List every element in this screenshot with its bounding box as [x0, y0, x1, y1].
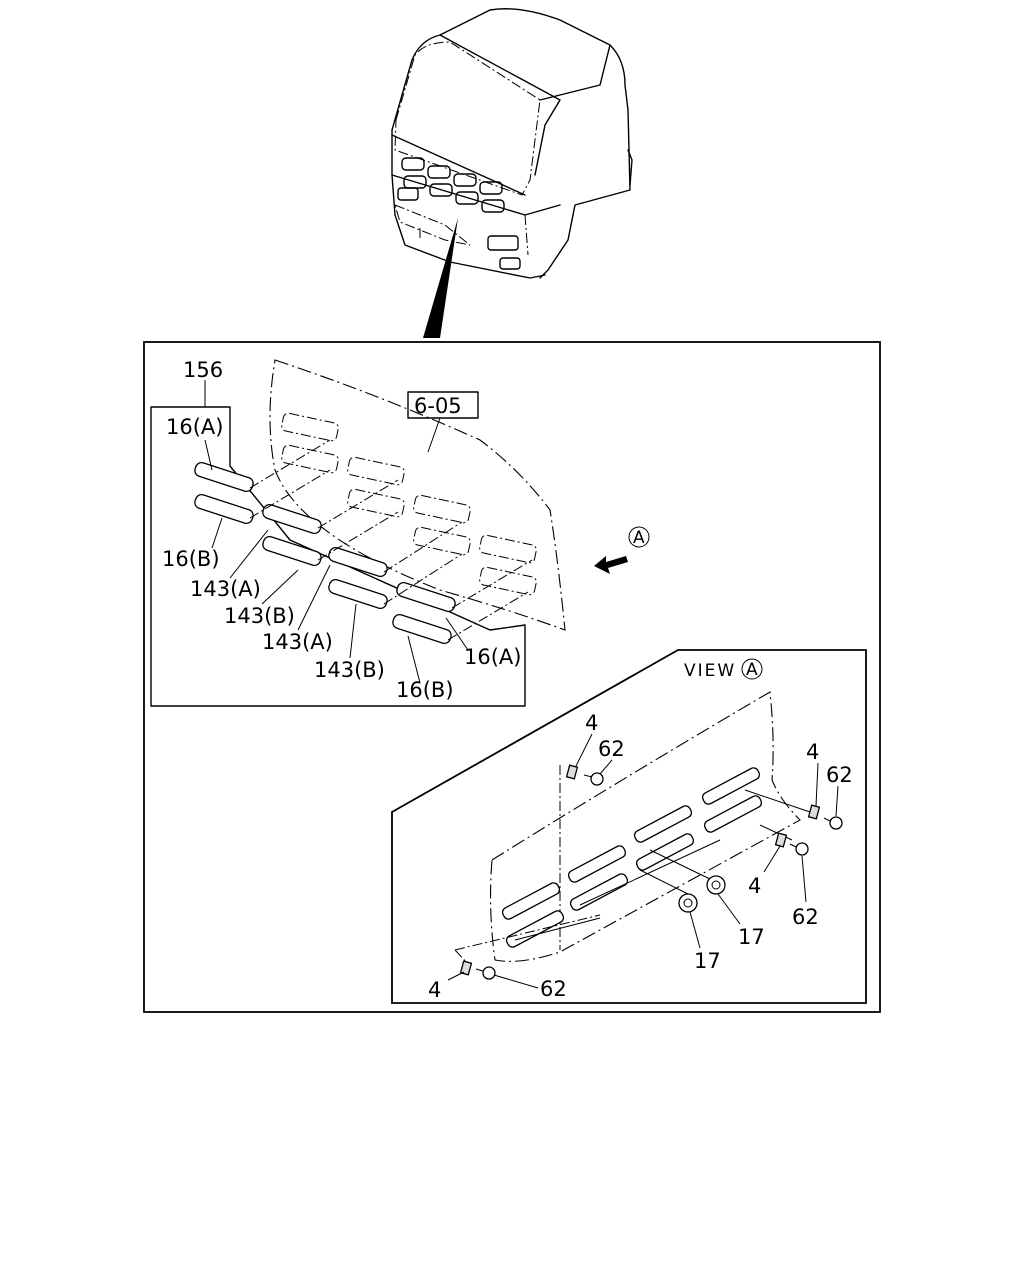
view-garnish-parts [454, 767, 811, 967]
fasteners [459, 764, 843, 980]
label-16B-bottom: 16(B) [396, 678, 454, 702]
label-17-right: 17 [738, 925, 765, 949]
label-17-left: 17 [694, 949, 721, 973]
grille-panel-outline [269, 359, 566, 631]
label-156: 156 [183, 358, 223, 382]
garnish-parts [194, 439, 533, 645]
label-16A-top: 16(A) [166, 415, 223, 439]
label-62-right: 62 [826, 763, 853, 787]
label-16A-right: 16(A) [464, 645, 521, 669]
label-62-bottom: 62 [540, 977, 567, 1001]
label-143A-1: 143(A) [190, 577, 261, 601]
view-direction-arrow: A [594, 526, 650, 574]
label-4-top: 4 [585, 711, 598, 735]
main-detail-frame [143, 341, 881, 1013]
view-a-frame [391, 649, 867, 1004]
label-4-bottom: 4 [428, 978, 441, 1002]
detail-pointer [423, 218, 458, 338]
label-6-05: 6-05 [414, 394, 462, 418]
circle-a-view: A [746, 660, 758, 680]
label-143A-2: 143(A) [262, 630, 333, 654]
leader-lines-view [447, 733, 839, 989]
truck-cab-illustration [391, 8, 633, 279]
label-143B-2: 143(B) [314, 658, 385, 682]
label-62-mid: 62 [792, 905, 819, 929]
label-4-mid: 4 [748, 874, 761, 898]
circle-a-main: A [633, 528, 645, 548]
grille-panel-slots [281, 412, 537, 596]
leader-lines-left [204, 439, 469, 684]
view-panel-outline [489, 691, 801, 962]
label-143B-1: 143(B) [224, 604, 295, 628]
label-view: VIEW [684, 661, 736, 681]
label-62-top: 62 [598, 737, 625, 761]
label-16B-left: 16(B) [162, 547, 220, 571]
label-4-right: 4 [806, 740, 819, 764]
group-box-156 [150, 406, 526, 707]
ref-box-6-05 [407, 391, 479, 419]
